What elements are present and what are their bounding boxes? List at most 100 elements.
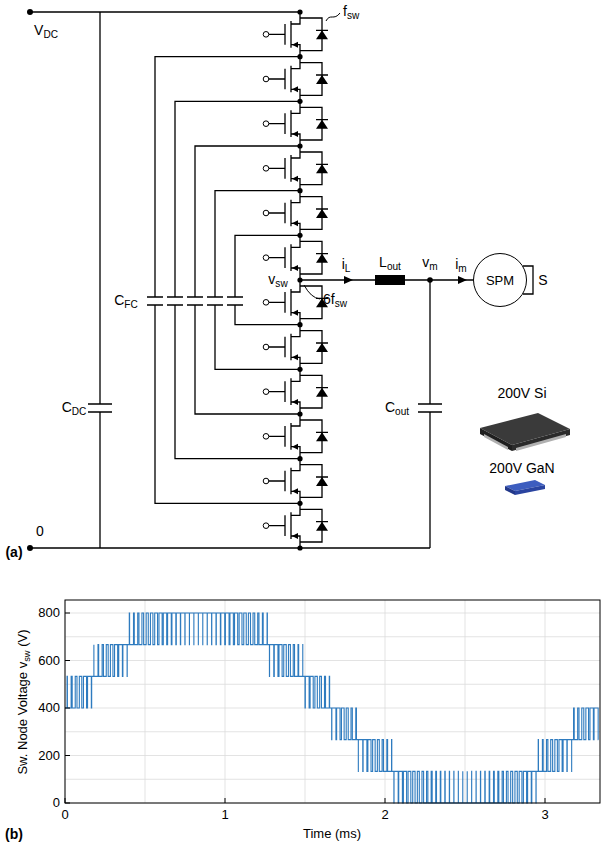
tick-mark — [65, 755, 70, 756]
tick-label: 1 — [221, 808, 228, 823]
diode-triangle — [316, 343, 328, 352]
tick-label: 3 — [541, 808, 548, 823]
junction-dot — [297, 143, 302, 148]
subscript: sw — [275, 278, 287, 289]
subscript: FC — [124, 299, 137, 310]
panel-label: (b) — [5, 826, 23, 842]
si-chip — [480, 413, 570, 451]
current-arrow — [344, 276, 353, 284]
current-label: iL — [342, 256, 351, 275]
flying-capacitor — [147, 57, 300, 504]
chip-lead — [516, 434, 566, 451]
chip-side — [512, 429, 570, 451]
body-diode — [300, 375, 328, 408]
diode-triangle — [316, 120, 328, 129]
mosfet-symbol — [269, 101, 300, 146]
body-diode — [300, 331, 328, 364]
tick-mark — [65, 660, 70, 661]
gan-chip — [505, 480, 545, 495]
gate-terminal — [263, 76, 269, 82]
gate-terminal — [263, 300, 269, 306]
tick-label: 200 — [38, 748, 60, 763]
subscript: sw — [347, 10, 359, 21]
gate-terminal — [263, 32, 269, 38]
body-diode — [300, 509, 328, 542]
current-label: im — [455, 256, 467, 275]
mosfet-symbol — [269, 325, 300, 370]
gate-terminal — [263, 523, 269, 529]
mosfet-symbol — [269, 503, 300, 548]
panel-label: (a) — [5, 544, 22, 560]
dc-rail — [30, 11, 300, 12]
flying-capacitor — [167, 101, 300, 458]
flying-capacitor — [207, 191, 300, 370]
subscript: m — [458, 263, 466, 274]
subscript: out — [387, 261, 401, 272]
mosfet-arrow — [292, 354, 298, 360]
tick-mark — [385, 798, 386, 803]
mosfet-symbol — [269, 459, 300, 504]
leader-line — [304, 285, 320, 299]
diode-triangle — [316, 254, 328, 263]
tick-mark — [65, 803, 70, 804]
junction-dot — [297, 188, 302, 193]
junction-dot — [297, 367, 302, 372]
device-label: 200V Si — [497, 385, 546, 401]
junction-dot — [297, 545, 302, 550]
mosfet-arrow — [292, 220, 298, 226]
body-diode — [300, 420, 328, 453]
ground-rail — [30, 547, 430, 548]
frequency-label: 6fsw — [323, 291, 347, 310]
body-diode — [300, 107, 328, 140]
tick-label: 800 — [38, 606, 60, 621]
leader-line — [326, 13, 340, 21]
chip-lead — [484, 434, 508, 450]
subscript: DC — [43, 29, 58, 40]
subscript: out — [395, 406, 409, 417]
tick-mark — [545, 798, 546, 803]
tick-label: 0 — [61, 808, 68, 823]
mosfet-symbol — [269, 57, 300, 102]
chip-side — [505, 486, 515, 495]
circuit — [27, 9, 570, 551]
flying-capacitor — [227, 235, 300, 324]
voltage-label: VDC — [34, 22, 58, 41]
dc-capacitor — [88, 12, 112, 548]
junction-dot — [297, 233, 302, 238]
current-arrow — [458, 276, 467, 284]
junction-dot — [297, 277, 302, 282]
mosfet-arrow — [292, 399, 298, 405]
mosfet-symbol — [269, 191, 300, 236]
capacitor-label: CDC — [62, 399, 87, 418]
output-capacitor — [418, 280, 442, 548]
switch-node-waveform — [65, 613, 598, 803]
capacitor-label: CFC — [114, 292, 138, 311]
inductor-label: Lout — [379, 254, 401, 273]
tick-label: 2 — [381, 808, 388, 823]
subscript: DC — [72, 406, 87, 417]
mosfet-symbol — [269, 146, 300, 191]
grid-line — [545, 600, 546, 803]
mosfet-arrow — [292, 265, 298, 271]
junction-dot — [297, 322, 302, 327]
frequency-label: fsw — [343, 3, 359, 22]
gate-terminal — [263, 434, 269, 440]
mosfet-symbol — [269, 12, 300, 57]
diode-triangle — [316, 388, 328, 397]
inductor-symbol — [375, 275, 405, 285]
mosfet-symbol — [269, 369, 300, 414]
ground-label: 0 — [36, 523, 44, 539]
body-diode — [300, 465, 328, 498]
body-diode — [300, 197, 328, 230]
subscript: sw — [22, 650, 32, 661]
mosfet-arrow — [292, 176, 298, 182]
gate-terminal — [263, 389, 269, 395]
tick-label: 600 — [38, 653, 60, 668]
chip-side — [480, 428, 512, 451]
junction-dot — [297, 54, 302, 59]
gate-terminal — [263, 210, 269, 216]
mosfet-arrow — [292, 42, 298, 48]
axis-title: Sw. Node Voltage vsw (V) — [16, 629, 33, 774]
diode-triangle — [316, 75, 328, 84]
